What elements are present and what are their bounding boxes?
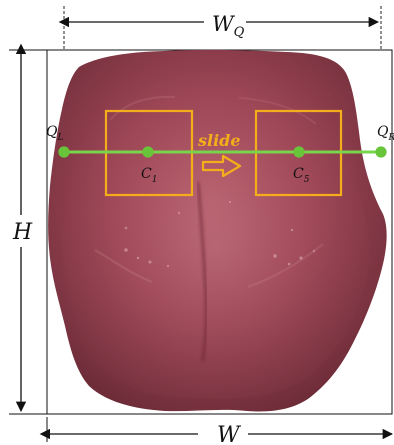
w-label: W — [217, 423, 242, 445]
c5-point — [293, 146, 304, 157]
tongue-image — [48, 50, 387, 412]
h-label: H — [12, 220, 33, 245]
wq-label: WQ — [212, 12, 245, 40]
slide-label: slide — [197, 131, 241, 150]
c1-point — [142, 146, 153, 157]
qr-point — [375, 146, 386, 157]
ql-point — [58, 146, 69, 157]
